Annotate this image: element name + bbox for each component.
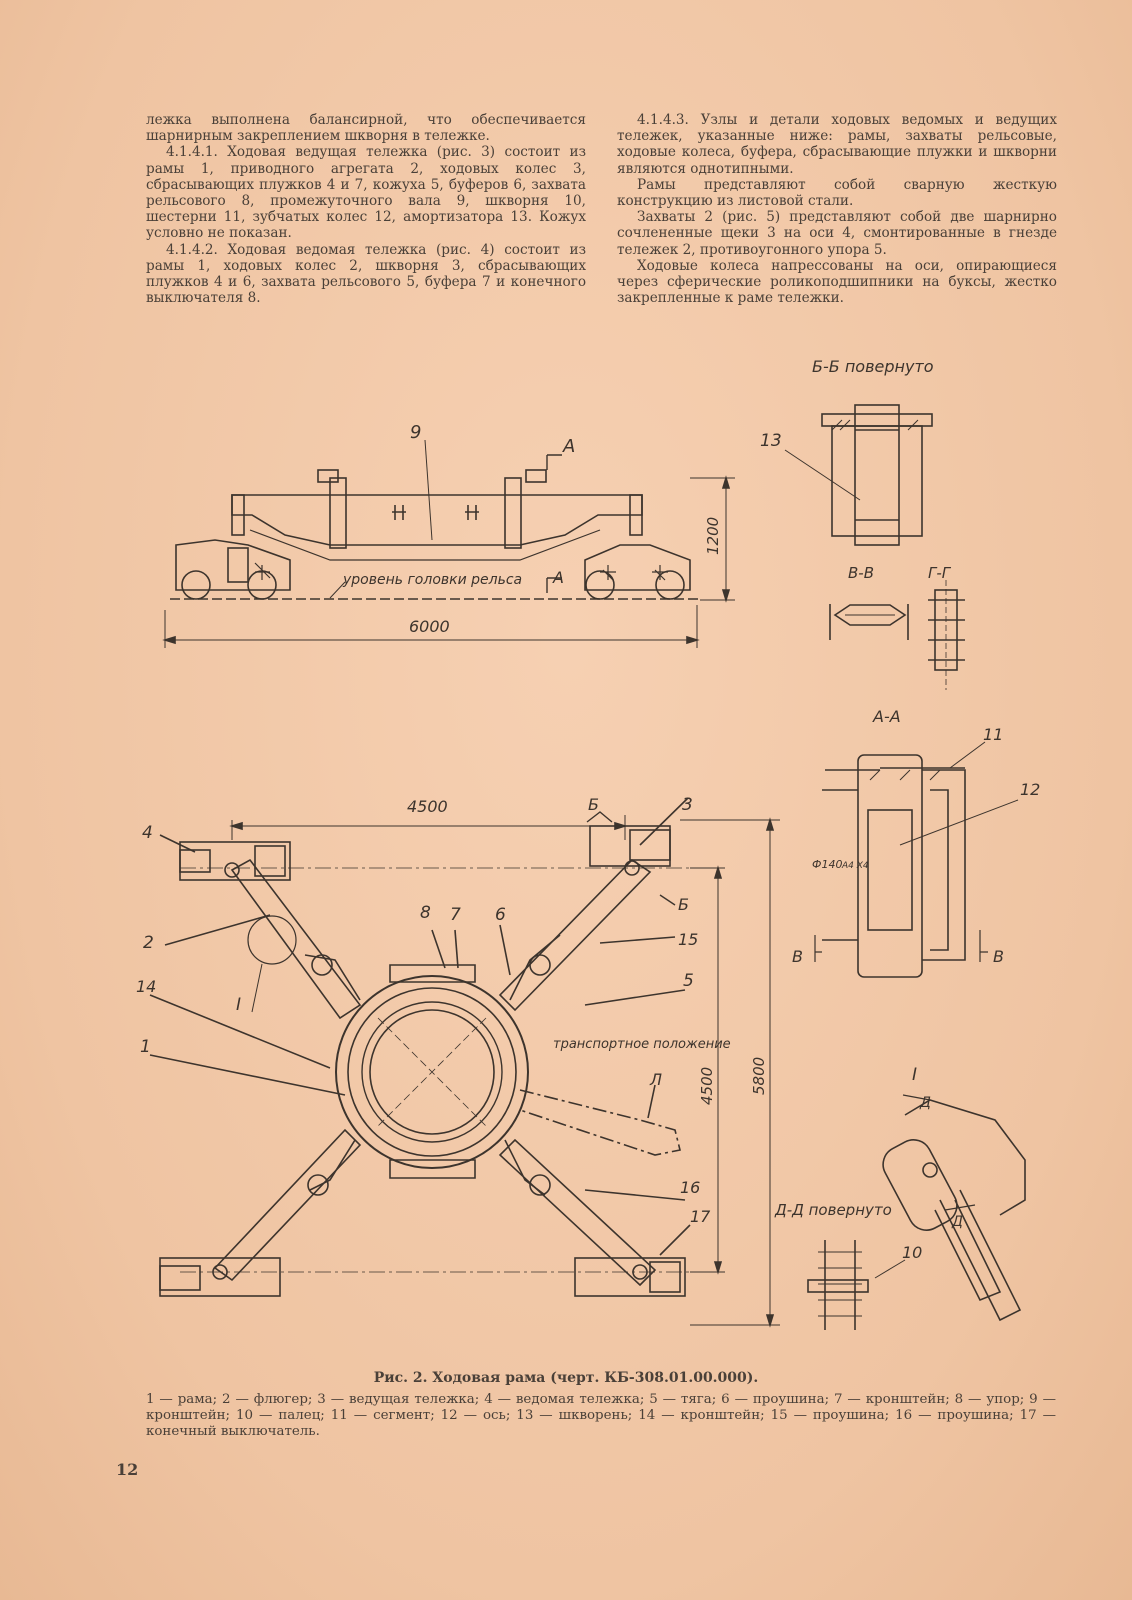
callout-7: 7 [450, 905, 461, 925]
callout-2: 2 [143, 933, 154, 953]
paragraph: Рамы представляют собой сварную жесткую … [617, 176, 1057, 210]
side-view [162, 439, 735, 648]
section-vv-title: В-В [848, 564, 874, 582]
callout-9: 9 [410, 422, 421, 443]
section-bb-title: Б-Б повернуто [812, 357, 934, 376]
plan-view [149, 797, 780, 1328]
section-mark-b-top: Б [588, 795, 599, 814]
dimension-width: 4500 [407, 797, 448, 816]
figure-legend: 1 — рама; 2 — флюгер; 3 — ведущая тележк… [146, 1392, 1056, 1439]
callout-11: 11 [983, 725, 1003, 744]
diameter-label: Ф140 [812, 858, 842, 871]
section-mark-b-bottom: Б [678, 895, 689, 914]
section-mark-a-top: А [562, 436, 575, 457]
dimension-outer: 5800 [750, 1057, 768, 1095]
callout-1: 1 [140, 1037, 151, 1057]
section-mark-a-bottom: А [552, 568, 564, 587]
detail-mark-i: I [236, 995, 241, 1015]
paragraph: 4.1.4.3. Узлы и детали ходовых ведомых и… [617, 112, 1057, 177]
callout-15: 15 [678, 930, 698, 949]
transport-label: транспортное положение [553, 1037, 731, 1052]
callout-14: 14 [136, 977, 156, 996]
section-mark-v-right: В [993, 947, 1004, 966]
detail-mark-d-top: Д [919, 1095, 931, 1111]
section-dd-title: Д-Д повернуто [774, 1201, 892, 1219]
section-dd [807, 1240, 906, 1330]
dimension-length: 6000 [409, 617, 450, 636]
page-number: 12 [116, 1460, 139, 1479]
text-column-left: лежка выполнена балансирной, что обеспеч… [146, 112, 586, 306]
detail-i [882, 1094, 1026, 1322]
section-aa-title: А-А [872, 707, 901, 726]
callout-12: 12 [1020, 780, 1040, 799]
callout-10: 10 [902, 1243, 922, 1262]
paragraph: лежка выполнена балансирной, что обеспеч… [146, 112, 586, 145]
paragraph: 4.1.4.2. Ходовая ведомая тележка (рис. 4… [146, 241, 586, 307]
callout-3: 3 [682, 795, 693, 815]
callout-8: 8 [420, 903, 431, 923]
callout-13: 13 [760, 431, 782, 451]
section-aa [814, 741, 1019, 978]
section-vv [829, 604, 909, 640]
lead-mark-l: Л [649, 1070, 662, 1089]
callout-17: 17 [690, 1207, 711, 1226]
transport-label-text: транспортное положение [553, 1037, 731, 1052]
figure-caption: Рис. 2. Ходовая рама (черт. КБ-308.01.00… [373, 1370, 759, 1386]
section-bb [784, 404, 933, 546]
text-column-right: 4.1.4.3. Узлы и детали ходовых ведомых и… [617, 112, 1057, 306]
dimension-height: 1200 [704, 517, 722, 555]
section-mark-v-left: В [792, 947, 803, 966]
paragraph: 4.1.4.1. Ходовая ведущая тележка (рис. 3… [146, 144, 586, 242]
callout-6: 6 [495, 905, 506, 925]
fit-label: А4 Х4 [841, 861, 869, 871]
paragraph: Захваты 2 (рис. 5) представляют собой дв… [617, 209, 1057, 258]
dimension-inner: 4500 [698, 1067, 716, 1105]
section-gg-title: Г-Г [928, 564, 952, 582]
detail-mark-d-bottom: Д [951, 1214, 963, 1230]
callout-5: 5 [683, 971, 694, 991]
detail-i-title: I [912, 1065, 917, 1085]
callout-4: 4 [142, 823, 153, 843]
paragraph: Ходовые колеса напрессованы на оси, опир… [617, 257, 1057, 307]
section-gg [928, 580, 965, 690]
callout-16: 16 [680, 1178, 700, 1197]
rail-level-label: уровень головки рельса [342, 572, 522, 588]
